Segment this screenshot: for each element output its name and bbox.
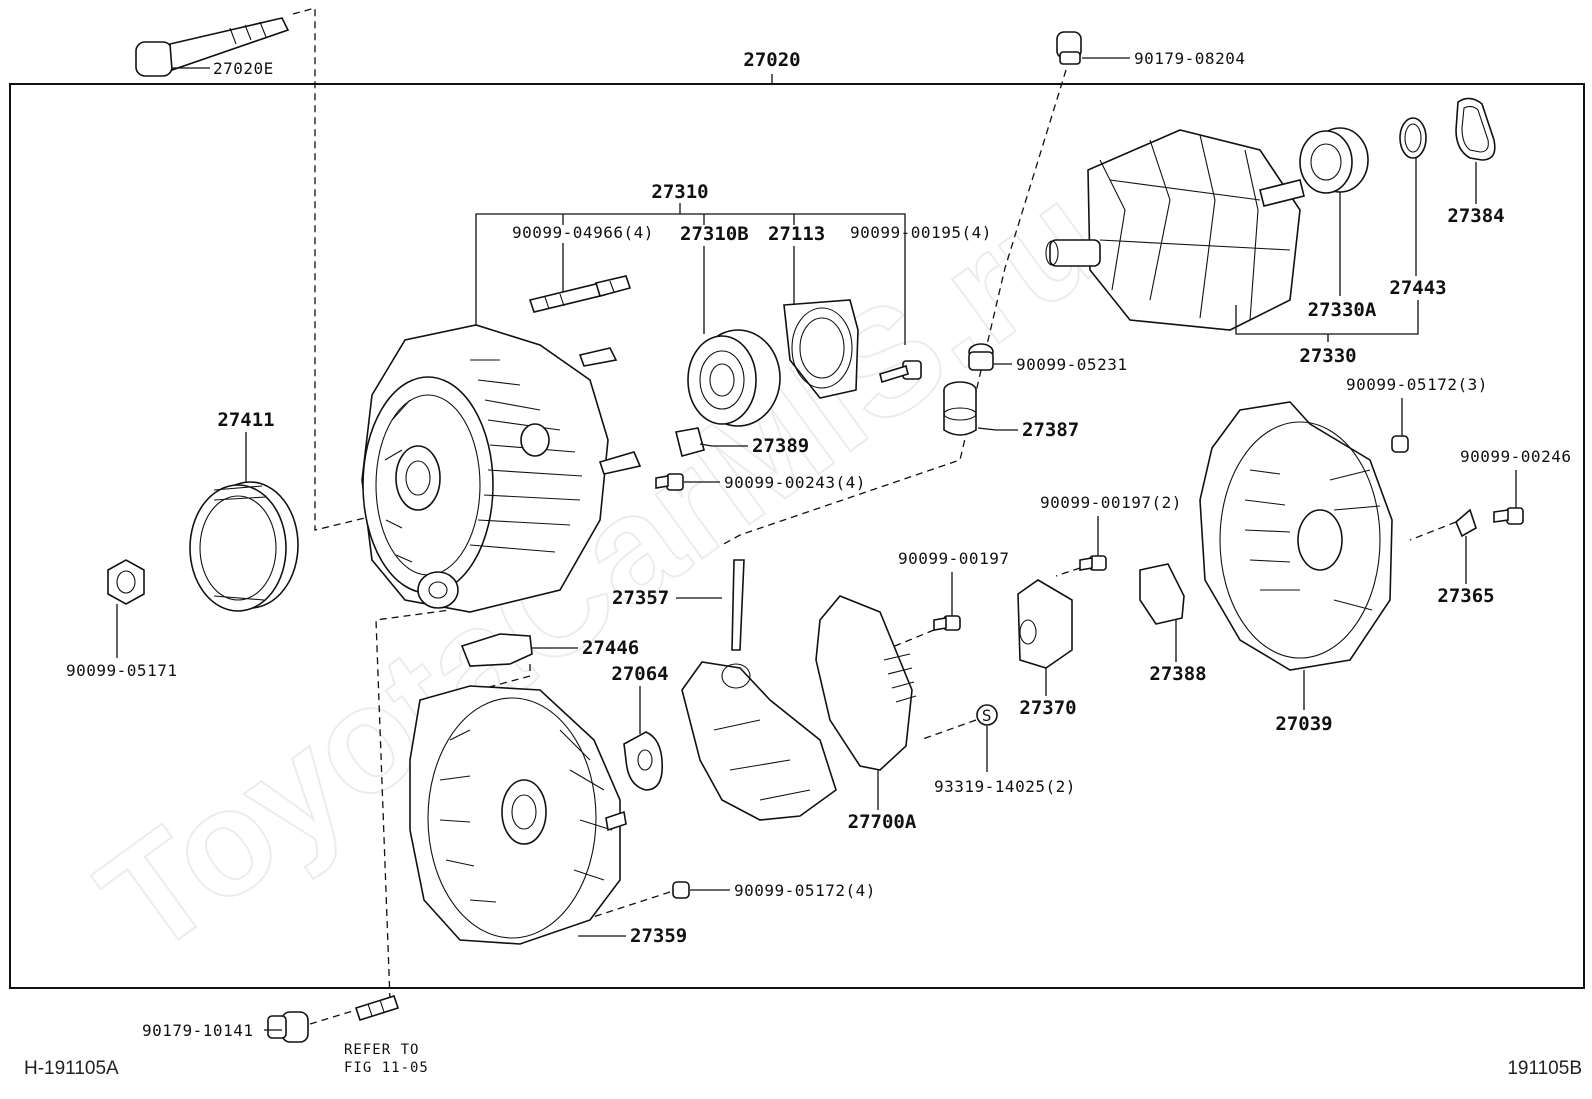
- screw-90099-00197-a[interactable]: [1079, 555, 1107, 571]
- nut-90099-05172-b[interactable]: [672, 881, 690, 899]
- label-90099-00195[interactable]: 90099-00195(4): [850, 223, 992, 242]
- drawing-code-left: H-191105A: [24, 1058, 119, 1079]
- label-27384[interactable]: 27384: [1447, 205, 1504, 227]
- label-90179-08204[interactable]: 90179-08204: [1134, 49, 1245, 68]
- label-27330a[interactable]: 27330A: [1308, 299, 1377, 321]
- stud-90099-04966[interactable]: [528, 275, 632, 313]
- insulator-27388[interactable]: [1139, 563, 1185, 625]
- nut-90179-10141[interactable]: [267, 1011, 309, 1043]
- label-27387[interactable]: 27387: [1022, 419, 1079, 441]
- label-27039[interactable]: 27039: [1275, 713, 1332, 735]
- screw-90099-00197-b[interactable]: [933, 615, 961, 631]
- label-27064[interactable]: 27064: [611, 663, 668, 685]
- cover-27384[interactable]: [1455, 97, 1496, 161]
- washer-27064[interactable]: [623, 731, 663, 791]
- retainer-plate-27113[interactable]: [783, 299, 859, 399]
- regulator-27700a[interactable]: [815, 595, 917, 771]
- label-27365[interactable]: 27365: [1437, 585, 1494, 607]
- label-90099-05172-3[interactable]: 90099-05172(3): [1346, 375, 1488, 394]
- label-27446[interactable]: 27446: [582, 637, 639, 659]
- drawing-code-right: 191105B: [1507, 1058, 1582, 1079]
- s-marker: S: [982, 706, 992, 725]
- nut-90099-05171[interactable]: [107, 559, 145, 605]
- label-27370[interactable]: 27370: [1019, 697, 1076, 719]
- label-27388[interactable]: 27388: [1149, 663, 1206, 685]
- label-27113[interactable]: 27113: [768, 223, 825, 245]
- bearing-27310b[interactable]: [687, 329, 781, 427]
- label-27389[interactable]: 27389: [752, 435, 809, 457]
- insulator-27389[interactable]: [675, 427, 705, 457]
- label-90099-05172-4[interactable]: 90099-05172(4): [734, 881, 876, 900]
- cap-90099-05231[interactable]: [968, 343, 994, 371]
- ring-27443[interactable]: [1399, 117, 1427, 159]
- terminal-27365[interactable]: [1455, 508, 1477, 538]
- label-90099-00243[interactable]: 90099-00243(4): [724, 473, 866, 492]
- refer-note-line2: FIG 11-05: [344, 1060, 429, 1076]
- nut-90099-00243[interactable]: [655, 473, 684, 491]
- drive-end-frame-assembly[interactable]: [361, 324, 642, 613]
- bolt-27020e[interactable]: [135, 17, 290, 77]
- rectifier-27357[interactable]: [681, 559, 837, 821]
- label-27443[interactable]: 27443: [1389, 277, 1446, 299]
- brush-holder-27370[interactable]: [1017, 579, 1073, 669]
- label-90099-00197[interactable]: 90099-00197: [898, 549, 1009, 568]
- rear-end-cover-27039[interactable]: [1199, 401, 1393, 671]
- label-93319-14025[interactable]: 93319-14025(2): [934, 777, 1076, 796]
- label-27020[interactable]: 27020: [743, 49, 800, 71]
- pulley-27411[interactable]: [189, 481, 299, 612]
- label-27357[interactable]: 27357: [612, 587, 669, 609]
- refer-note-line1: REFER TO: [344, 1042, 419, 1058]
- label-90099-05171[interactable]: 90099-05171: [66, 661, 177, 680]
- screw-93319-14025[interactable]: S: [976, 704, 998, 726]
- rectifier-end-frame-27359[interactable]: [409, 685, 627, 945]
- rotor-assembly-27330[interactable]: [1045, 129, 1305, 331]
- label-90179-10141[interactable]: 90179-10141: [142, 1021, 253, 1040]
- label-27330[interactable]: 27330: [1299, 345, 1356, 367]
- stud-refer-fig-11-05[interactable]: [354, 995, 400, 1021]
- label-27359[interactable]: 27359: [630, 925, 687, 947]
- label-27310b[interactable]: 27310B: [680, 223, 749, 245]
- label-27310[interactable]: 27310: [651, 181, 708, 203]
- assembly-frame: [9, 83, 1585, 989]
- nut-90099-05172-a[interactable]: [1391, 435, 1409, 453]
- label-27411[interactable]: 27411: [217, 409, 274, 431]
- label-90099-05231[interactable]: 90099-05231: [1016, 355, 1127, 374]
- label-27700a[interactable]: 27700A: [848, 811, 917, 833]
- label-90099-00197-2[interactable]: 90099-00197(2): [1040, 493, 1182, 512]
- terminal-insulator-27387[interactable]: [943, 381, 977, 436]
- screw-90099-00195[interactable]: [879, 360, 922, 384]
- terminal-27446[interactable]: [460, 633, 533, 667]
- label-90099-00246[interactable]: 90099-00246: [1460, 447, 1571, 466]
- nut-90179-08204[interactable]: [1056, 31, 1082, 65]
- bearing-27330a[interactable]: [1299, 127, 1369, 194]
- label-27020e[interactable]: 27020E: [213, 59, 274, 78]
- label-90099-04966[interactable]: 90099-04966(4): [512, 223, 654, 242]
- screw-90099-00246[interactable]: [1493, 507, 1524, 525]
